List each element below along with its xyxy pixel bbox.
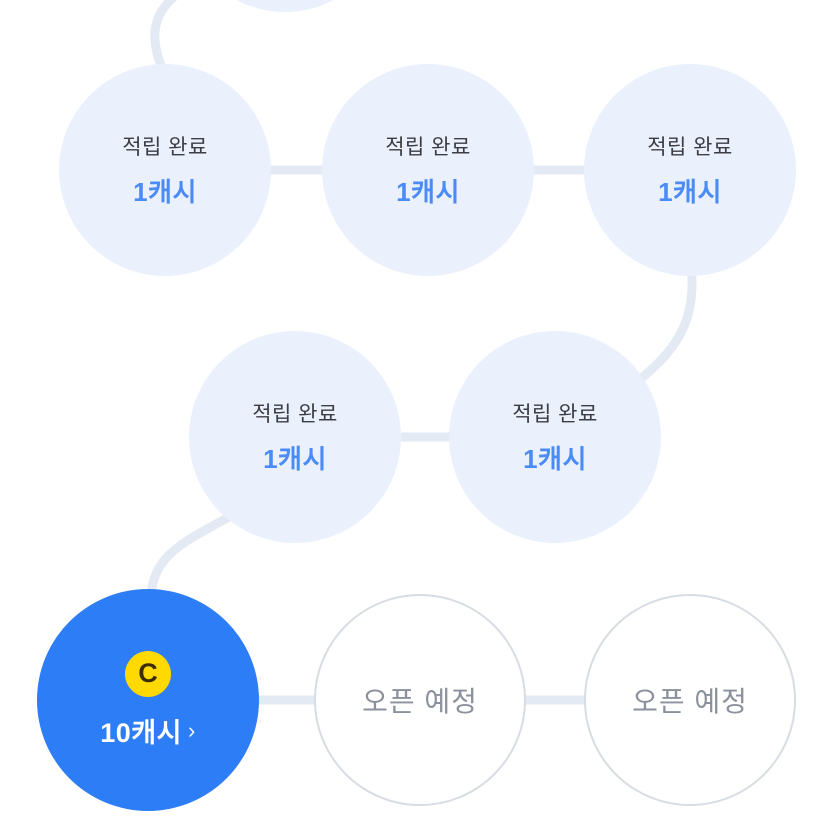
node-status-label: 적립 완료 — [512, 403, 598, 426]
node-reward-label: 1캐시 — [523, 444, 587, 474]
reward-node-completed-2: 적립 완료 1캐시 — [322, 64, 534, 276]
node-reward-label: 1캐시 — [133, 177, 197, 207]
current-reward-row: 10캐시 › — [100, 711, 196, 750]
chevron-right-icon: › — [187, 718, 196, 743]
upcoming-label: 오픈 예정 — [362, 686, 478, 717]
reward-node-completed-4: 적립 완료 1캐시 — [189, 331, 401, 543]
cash-badge-icon: C — [125, 650, 171, 697]
offscreen-node-arc — [236, 0, 334, 12]
connector-top — [150, 0, 178, 71]
upcoming-label: 오픈 예정 — [632, 686, 748, 717]
node-status-label: 적립 완료 — [647, 136, 733, 159]
node-reward-label: 1캐시 — [263, 444, 327, 474]
node-status-label: 적립 완료 — [385, 136, 471, 159]
reward-node-upcoming-1: 오픈 예정 — [314, 594, 526, 806]
node-status-label: 적립 완료 — [252, 403, 338, 426]
reward-node-completed-1: 적립 완료 1캐시 — [59, 64, 271, 276]
node-reward-label: 1캐시 — [396, 177, 460, 207]
node-status-label: 적립 완료 — [122, 136, 208, 159]
reward-node-current[interactable]: C 10캐시 › — [37, 589, 259, 811]
reward-node-completed-5: 적립 완료 1캐시 — [449, 331, 661, 543]
current-reward-label: 10캐시 — [100, 717, 182, 748]
node-reward-label: 1캐시 — [658, 177, 722, 207]
reward-node-upcoming-2: 오픈 예정 — [584, 594, 796, 806]
reward-node-completed-3: 적립 완료 1캐시 — [584, 64, 796, 276]
